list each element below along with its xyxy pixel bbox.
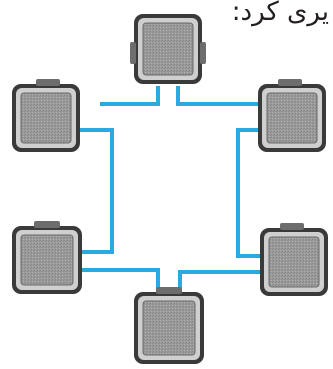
node-bottom — [134, 287, 204, 364]
cable-top-left — [100, 86, 160, 106]
cable-right-vertical — [236, 128, 264, 258]
cable-group — [66, 86, 266, 296]
node-top — [130, 14, 206, 84]
caption-text: یری کرد: — [231, 0, 329, 27]
node-bottom-right — [260, 223, 328, 296]
cable-bottom-left — [68, 268, 160, 296]
node-bottom-left — [12, 221, 82, 294]
cable-top-right — [176, 86, 260, 106]
cable-left-vertical — [66, 128, 114, 254]
node-top-right — [258, 79, 326, 152]
cable-bottom-right — [178, 270, 266, 296]
node-top-left — [12, 79, 80, 152]
